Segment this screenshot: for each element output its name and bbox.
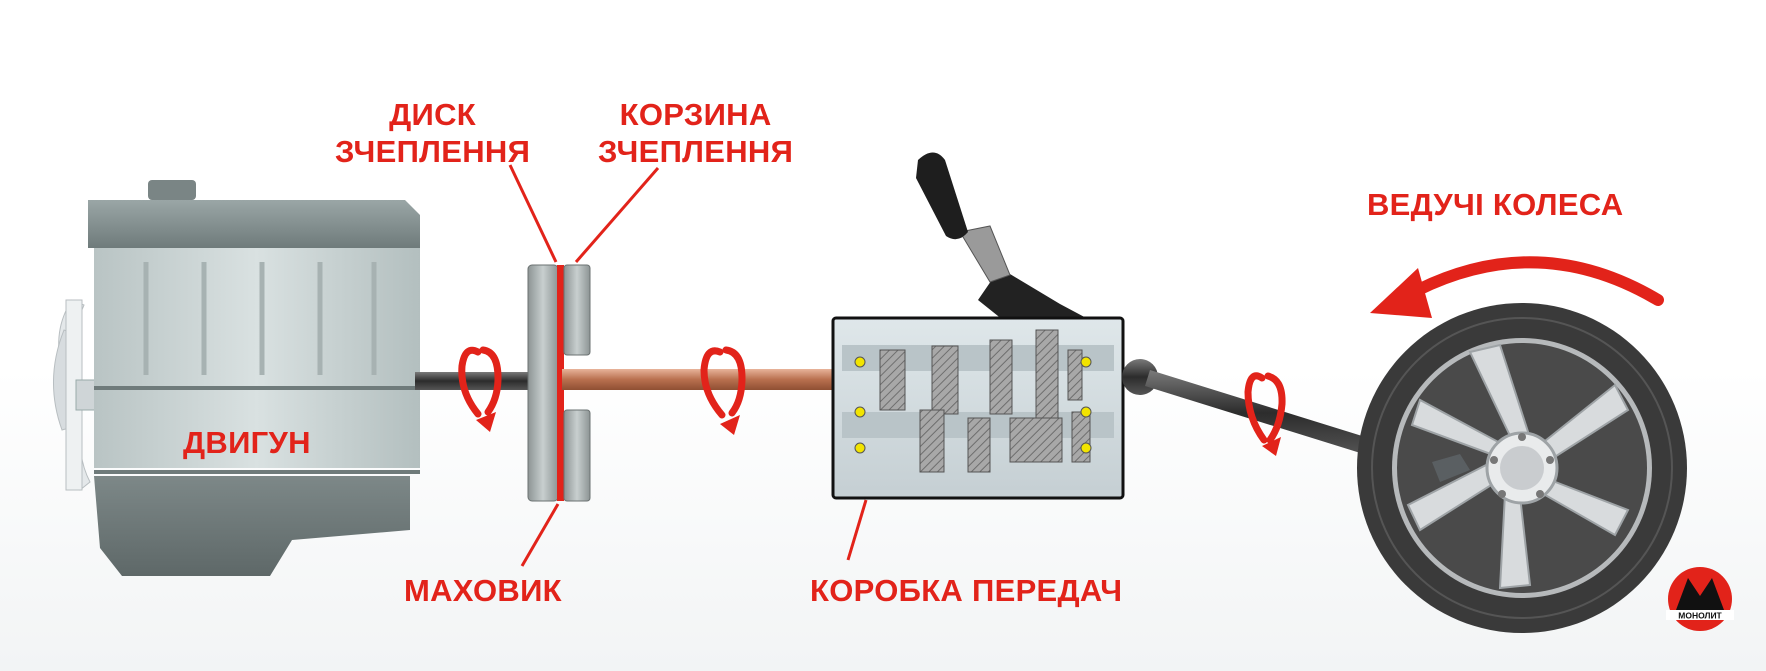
monolit-logo-icon: МОНОЛИТ: [1666, 567, 1734, 631]
drive-shaft: [1145, 370, 1375, 456]
label-clutch-disc-line-2: ЗЧЕПЛЕННЯ: [335, 134, 531, 169]
input-shaft: [562, 369, 837, 390]
label-gearbox: КОРОБКА ПЕРЕДАЧ: [810, 573, 1123, 608]
fan-icon: [52, 299, 97, 491]
label-pressure-plate-line-2: ЗЧЕПЛЕННЯ: [598, 134, 794, 169]
clutch-assembly: [527, 264, 591, 502]
leader-lines: [508, 164, 868, 567]
label-pressure-plate-line-1: КОРЗИНА: [619, 97, 772, 132]
wheel-direction-arrow: [1370, 256, 1664, 318]
engine: [52, 180, 420, 576]
gear-lever-icon: [916, 152, 1090, 320]
gearbox: [831, 152, 1125, 500]
rotation-arrow-icon: [458, 346, 1286, 444]
label-engine: ДВИГУН: [183, 425, 311, 460]
label-pressure-plate: КОРЗИНА ЗЧЕПЛЕННЯ: [598, 96, 793, 170]
label-flywheel: МАХОВИК: [404, 573, 562, 608]
logo-text: МОНОЛИТ: [1678, 611, 1722, 621]
gear-set: [854, 329, 1092, 473]
label-drive-wheels: ВЕДУЧІ КОЛЕСА: [1367, 187, 1624, 222]
label-clutch-disc-line-1: ДИСК: [389, 97, 477, 132]
crankshaft: [415, 372, 530, 390]
drive-wheel: [1357, 303, 1687, 633]
label-clutch-disc: ДИСК ЗЧЕПЛЕННЯ: [335, 96, 530, 170]
